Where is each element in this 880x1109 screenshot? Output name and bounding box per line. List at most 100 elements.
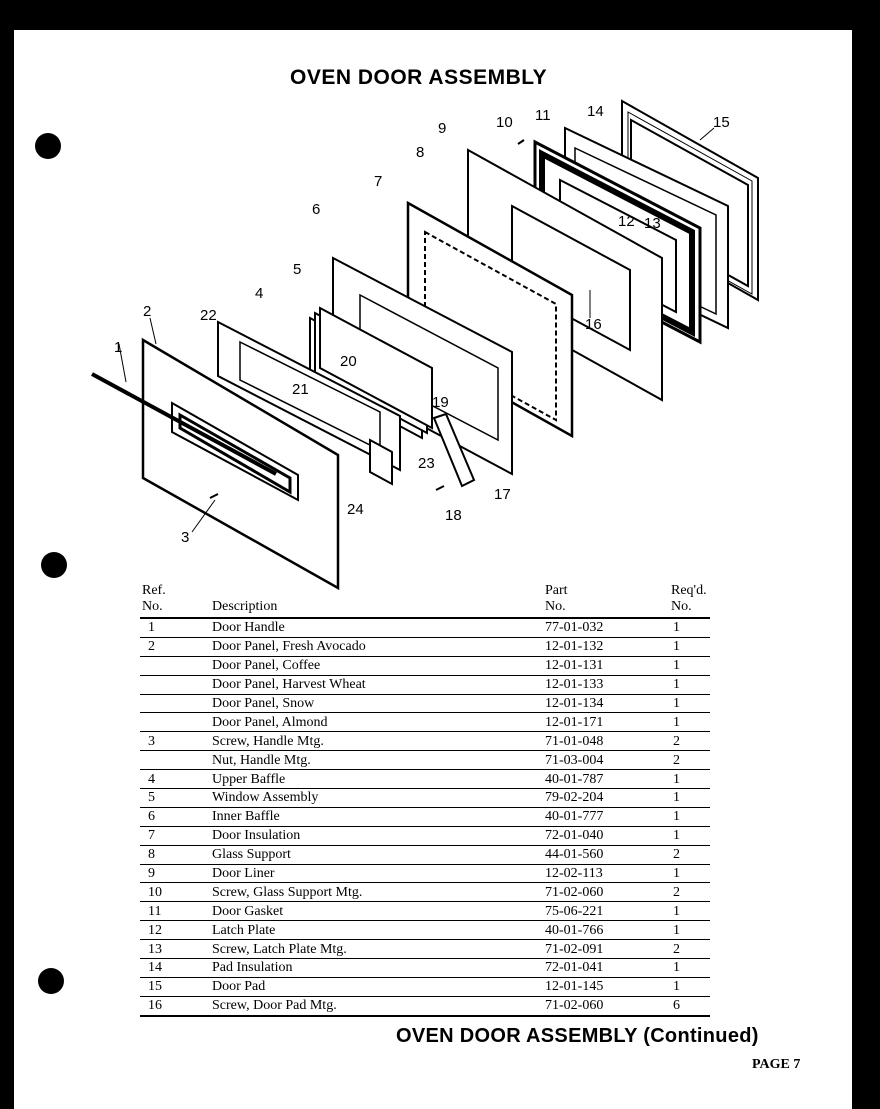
cell-req: 1 [671, 826, 710, 846]
page-title: OVEN DOOR ASSEMBLY [290, 66, 548, 89]
cell-desc: Screw, Handle Mtg. [212, 731, 545, 752]
header-description: Description [212, 583, 545, 619]
cell-ref: 6 [140, 807, 212, 827]
cell-desc: Door Insulation [212, 826, 545, 846]
binder-hole-top [35, 133, 61, 159]
cell-desc: Screw, Latch Plate Mtg. [212, 939, 545, 960]
cell-desc: Door Handle [212, 618, 545, 638]
cell-part: 12-01-145 [545, 977, 671, 997]
header-ref: Ref. No. [140, 583, 212, 619]
cell-ref: 10 [140, 882, 212, 903]
callout-11: 11 [535, 107, 551, 124]
callout-2: 2 [143, 303, 151, 320]
cell-part: 72-01-041 [545, 958, 671, 978]
cell-req: 1 [671, 807, 710, 827]
cell-part: 44-01-560 [545, 845, 671, 865]
cell-req: 1 [671, 920, 710, 941]
callout-5: 5 [293, 261, 301, 278]
cell-ref [140, 750, 212, 771]
cell-desc: Door Panel, Almond [212, 712, 545, 733]
callout-10: 10 [496, 114, 513, 131]
cell-desc: Inner Baffle [212, 807, 545, 827]
cell-req: 2 [671, 845, 710, 865]
callout-4: 4 [255, 285, 263, 302]
callout-9: 9 [438, 120, 446, 137]
cell-ref: 13 [140, 939, 212, 960]
cell-ref: 4 [140, 769, 212, 790]
callout-17: 17 [494, 486, 511, 503]
cell-desc: Door Panel, Coffee [212, 656, 545, 676]
cell-req: 1 [671, 901, 710, 922]
cell-ref [140, 656, 212, 676]
cell-part: 12-01-133 [545, 675, 671, 695]
callout-19: 19 [432, 394, 449, 411]
screw-18 [435, 485, 445, 491]
cell-ref [140, 694, 212, 714]
cell-desc: Upper Baffle [212, 769, 545, 790]
cell-req: 1 [671, 712, 710, 733]
screw-handle [209, 493, 219, 499]
cell-desc: Nut, Handle Mtg. [212, 750, 545, 771]
callout-20: 20 [340, 353, 357, 370]
callout-22: 22 [200, 307, 217, 324]
cell-req: 2 [671, 750, 710, 771]
callout-3: 3 [181, 529, 189, 546]
cell-desc: Pad Insulation [212, 958, 545, 978]
cell-ref [140, 712, 212, 733]
cell-ref: 12 [140, 920, 212, 941]
cell-req: 1 [671, 788, 710, 808]
cell-desc: Screw, Door Pad Mtg. [212, 996, 545, 1017]
cell-desc: Door Liner [212, 864, 545, 884]
cell-req: 1 [671, 769, 710, 790]
cell-desc: Door Panel, Snow [212, 694, 545, 714]
cell-part: 40-01-766 [545, 920, 671, 941]
cell-req: 1 [671, 675, 710, 695]
cell-part: 40-01-787 [545, 769, 671, 790]
cell-part: 12-02-113 [545, 864, 671, 884]
cell-part: 12-01-131 [545, 656, 671, 676]
cell-part: 71-02-060 [545, 996, 671, 1017]
cell-desc: Glass Support [212, 845, 545, 865]
cell-desc: Door Pad [212, 977, 545, 997]
continued-title: OVEN DOOR ASSEMBLY (Continued) [396, 1025, 759, 1047]
callout-12: 12 [618, 213, 635, 230]
callout-18: 18 [445, 507, 462, 524]
cell-req: 2 [671, 731, 710, 752]
cell-part: 79-02-204 [545, 788, 671, 808]
cell-part: 12-01-134 [545, 694, 671, 714]
callout-24: 24 [347, 501, 364, 518]
header-part: Part No. [545, 583, 671, 619]
cell-ref: 8 [140, 845, 212, 865]
cell-part: 71-02-060 [545, 882, 671, 903]
parts-table: Ref. No. Description Part No. Req'd. No.… [140, 583, 710, 1017]
cell-ref: 2 [140, 637, 212, 657]
cell-part: 40-01-777 [545, 807, 671, 827]
cell-req: 1 [671, 958, 710, 978]
cell-part: 12-01-132 [545, 637, 671, 657]
cell-part: 72-01-040 [545, 826, 671, 846]
cell-part: 71-03-004 [545, 750, 671, 771]
header-req: Req'd. No. [671, 583, 710, 619]
cell-ref: 7 [140, 826, 212, 846]
cell-ref: 5 [140, 788, 212, 808]
cell-part: 77-01-032 [545, 618, 671, 638]
callout-14: 14 [587, 103, 604, 120]
cell-ref: 9 [140, 864, 212, 884]
cell-req: 2 [671, 939, 710, 960]
cell-ref [140, 675, 212, 695]
